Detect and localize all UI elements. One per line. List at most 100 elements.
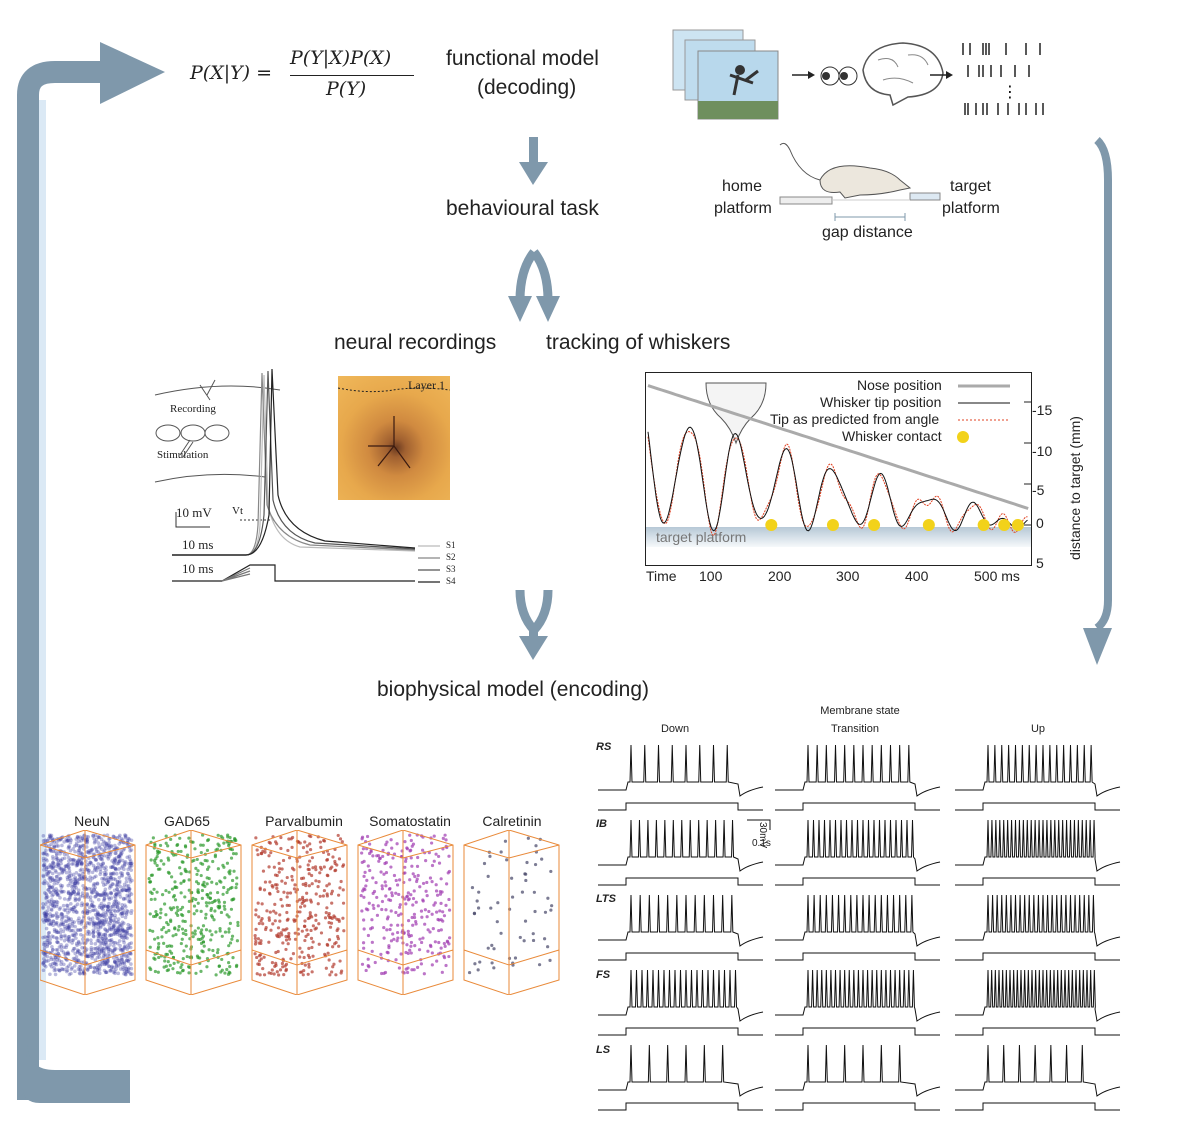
cell-dot <box>118 833 122 838</box>
cell-dot <box>101 953 106 958</box>
cell-dot <box>46 865 51 870</box>
cell-dot <box>64 870 69 875</box>
cell-dot <box>187 910 191 914</box>
cell-dot <box>88 860 93 865</box>
cell-dot <box>371 854 375 858</box>
cell-dot <box>70 924 75 928</box>
cell-dot <box>234 885 238 890</box>
cell-dot <box>50 944 54 949</box>
cell-dot <box>362 859 366 863</box>
cell-dot <box>307 955 312 960</box>
cell-dot <box>94 837 99 842</box>
cell-dot <box>89 965 93 969</box>
cell-dot <box>126 958 130 963</box>
cell-dot <box>93 833 98 838</box>
cell-dot <box>114 930 119 934</box>
cell-dot <box>123 915 128 920</box>
cell-dot <box>179 941 183 946</box>
cell-dot <box>123 860 128 864</box>
cell-dot <box>114 899 119 904</box>
cell-dot <box>56 859 61 863</box>
cell-dot <box>87 851 91 855</box>
cell-dot <box>376 904 380 908</box>
cell-dot <box>67 922 72 927</box>
cell-dot <box>117 908 121 913</box>
cell-dot <box>59 861 63 866</box>
cell-dot <box>71 847 75 851</box>
cell-dot <box>394 878 398 883</box>
cell-dot <box>437 928 441 933</box>
cell-dot <box>531 938 536 943</box>
cell-dot <box>180 927 185 931</box>
cell-dot <box>95 949 100 953</box>
cell-dot <box>128 972 133 976</box>
cell-dot <box>109 873 113 877</box>
cell-dot <box>117 858 122 863</box>
cell-dot <box>92 922 96 926</box>
cell-dot <box>100 842 104 847</box>
cell-dot <box>69 917 73 921</box>
xtick-3: 300 <box>836 568 860 584</box>
cell-dot <box>45 853 50 857</box>
cell-dot <box>230 937 234 941</box>
cell-dot <box>48 876 53 880</box>
cell-dot <box>227 915 231 919</box>
cell-dot <box>253 934 257 938</box>
cell-dot <box>54 870 58 874</box>
cell-dot <box>148 928 152 933</box>
cell-dot <box>68 878 73 883</box>
cell-dot <box>405 970 410 975</box>
cell-dot <box>73 969 77 974</box>
cell-dot <box>80 852 85 856</box>
cell-dot <box>62 869 66 873</box>
cell-dot <box>58 867 63 871</box>
cell-dot <box>70 862 74 866</box>
cell-dot <box>109 911 114 916</box>
cell-dot <box>80 861 84 865</box>
cell-dot <box>85 967 90 972</box>
cell-dot <box>71 889 76 894</box>
cell-dot <box>109 891 113 896</box>
cell-dot <box>201 883 205 887</box>
cell-dot <box>124 888 129 892</box>
cell-dot <box>71 956 76 961</box>
cell-dot <box>332 914 336 918</box>
cell-dot <box>109 905 114 909</box>
cell-dot <box>359 894 363 898</box>
cell-dot <box>163 959 167 963</box>
cell-dot <box>56 967 61 972</box>
cell-dot <box>285 918 289 922</box>
cell-dot <box>90 890 94 895</box>
cell-dot <box>97 845 102 850</box>
cell-dot <box>391 856 395 860</box>
cell-dot <box>325 942 329 947</box>
cell-dot <box>98 964 103 968</box>
cell-dot <box>223 876 227 880</box>
cell-dot <box>91 931 96 935</box>
cell-dot <box>100 937 105 941</box>
cell-dot <box>499 931 503 935</box>
cell-dot <box>258 973 262 977</box>
cell-dot <box>305 844 309 848</box>
cell-dot <box>125 884 129 888</box>
cell-dot <box>550 904 554 908</box>
voltage-trace <box>598 1044 764 1097</box>
cell-dot <box>41 942 46 947</box>
cell-dot <box>95 930 100 934</box>
cell-dot <box>41 960 46 965</box>
cell-dot <box>54 928 59 933</box>
cell-dot <box>113 904 118 909</box>
cell-dot <box>79 858 84 863</box>
cell-dot <box>447 897 451 902</box>
cell-dot <box>156 947 160 951</box>
cell-dot <box>395 930 400 935</box>
cell-dot <box>41 902 45 906</box>
cell-dot <box>106 959 111 963</box>
cell-dot <box>256 901 260 905</box>
cell-dot <box>44 910 48 915</box>
cell-dot <box>103 892 107 896</box>
cell-dot <box>42 862 47 866</box>
cell-dot <box>415 877 419 881</box>
cell-dot <box>42 852 46 856</box>
cell-dot <box>75 862 80 866</box>
